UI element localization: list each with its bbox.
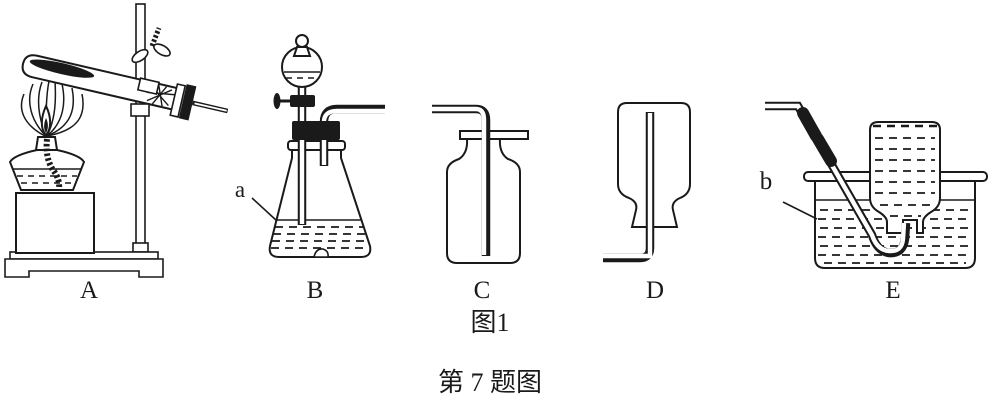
annotation-b: b (759, 168, 773, 195)
apparatus-d-gas-bottle-inverted (603, 102, 691, 263)
stopcock (290, 95, 315, 107)
test-tube-assembly (21, 54, 229, 121)
stand-base (4, 258, 164, 278)
apparatus-label-b: B (306, 277, 324, 304)
clamp-jaw-top (136, 77, 161, 96)
flame-icon (20, 80, 84, 137)
flask-liquid (271, 219, 368, 258)
question-caption: 第 7 题图 (437, 368, 542, 397)
flask-neck-rim (287, 140, 346, 151)
rubber-stopper (178, 84, 197, 121)
wing-nut-left (131, 48, 149, 64)
figure-caption: 图1 (470, 308, 510, 337)
apparatus-a-heating-setup (4, 3, 229, 278)
glass-cover-plate (459, 130, 529, 140)
wood-block (15, 192, 95, 254)
solid-lump (313, 248, 329, 258)
apparatus-b-gas-generator (251, 34, 385, 258)
clamp-screw (149, 27, 162, 47)
apparatus-label-c: C (473, 277, 491, 304)
apparatus-e-water-collection (765, 101, 988, 269)
apparatus-label-e: E (885, 277, 901, 304)
stand-rod (135, 3, 146, 255)
apparatus-label-d: D (645, 277, 665, 304)
stopper-rim (169, 83, 187, 118)
lamp-collar (34, 136, 59, 151)
rubber-connector-upper (797, 107, 822, 142)
clamp (130, 27, 171, 117)
annotation-b-leader (782, 201, 818, 220)
rubber-connector-lower (812, 133, 837, 167)
dropping-funnel (273, 34, 323, 225)
lamp-wick (43, 138, 63, 189)
solid-reagent (29, 59, 95, 78)
funnel-stopper-knob (295, 34, 309, 48)
bottle-water (873, 124, 937, 217)
clamp-jaw-bottom (130, 103, 150, 117)
rod-collar (132, 242, 149, 253)
wing-nut-right (153, 43, 171, 57)
annotation-a-leader (251, 197, 278, 222)
lamp-body (8, 149, 86, 191)
stopcock-handle (273, 93, 281, 109)
funnel-mouth (292, 46, 312, 57)
annotation-a: a (234, 177, 246, 202)
rubber-stopper (292, 121, 340, 140)
alcohol-lamp (8, 136, 86, 191)
apparatus-label-a: A (79, 277, 99, 304)
apparatus-c-gas-bottle-upright (432, 104, 529, 264)
